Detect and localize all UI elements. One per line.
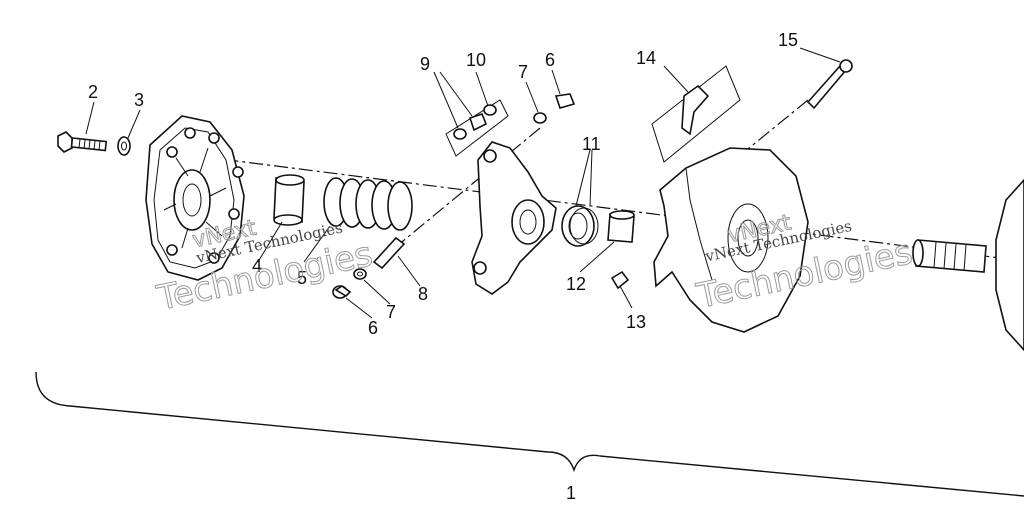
callout-9: 9 bbox=[420, 54, 430, 74]
bolt-part-15 bbox=[806, 59, 853, 110]
washer-part-7-lower bbox=[353, 268, 367, 280]
callout-11: 11 bbox=[582, 134, 601, 154]
weight-part-14-bracket bbox=[651, 65, 741, 163]
seal-part-11 bbox=[561, 205, 599, 247]
fixed-sheave-shaft bbox=[912, 178, 1024, 352]
upper-hardware-bracket bbox=[445, 99, 509, 157]
callout-1: 1 bbox=[566, 483, 576, 503]
roller-part-10 bbox=[468, 113, 488, 132]
spider-casting bbox=[471, 141, 557, 295]
assembly-axis-line bbox=[149, 149, 1001, 259]
callout-12: 12 bbox=[566, 274, 586, 294]
washer-part-3 bbox=[117, 136, 131, 156]
washer-part-7-upper bbox=[533, 112, 547, 124]
callout-7-lower: 7 bbox=[386, 302, 396, 322]
callout-14: 14 bbox=[636, 48, 656, 68]
callout-15: 15 bbox=[778, 30, 798, 50]
spring-part-5 bbox=[323, 177, 413, 231]
screw-part-13 bbox=[610, 270, 630, 290]
weight-part-14 bbox=[681, 84, 710, 136]
callout-3: 3 bbox=[134, 90, 144, 110]
callout-13: 13 bbox=[626, 312, 646, 332]
roller-part-6-lower bbox=[332, 285, 352, 299]
callout-2: 2 bbox=[88, 82, 98, 102]
bolt-part-2 bbox=[57, 131, 108, 153]
callout-7-upper: 7 bbox=[518, 62, 528, 82]
pin-part-8 bbox=[372, 236, 406, 270]
callout-labels: 1 2 3 4 5 6 6 7 7 8 9 10 11 12 13 14 15 bbox=[88, 30, 798, 503]
callout-6-upper: 6 bbox=[545, 50, 555, 70]
moveable-sheave bbox=[653, 147, 809, 333]
pin-axis-line bbox=[379, 127, 541, 261]
roller-part-6-upper bbox=[554, 93, 576, 109]
callout-4: 4 bbox=[252, 256, 262, 276]
bushing-part-12 bbox=[607, 210, 635, 243]
bushing-part-4 bbox=[273, 174, 305, 226]
callout-10: 10 bbox=[466, 50, 486, 70]
cover-plate bbox=[145, 115, 245, 281]
bolt-axis-line bbox=[699, 99, 809, 189]
washer-part-9 bbox=[453, 104, 497, 140]
callout-5: 5 bbox=[297, 268, 307, 288]
callout-8: 8 bbox=[418, 284, 428, 304]
assembly-bracket bbox=[35, 371, 1024, 497]
callout-6-lower: 6 bbox=[368, 318, 378, 338]
leader-lines bbox=[85, 47, 841, 319]
